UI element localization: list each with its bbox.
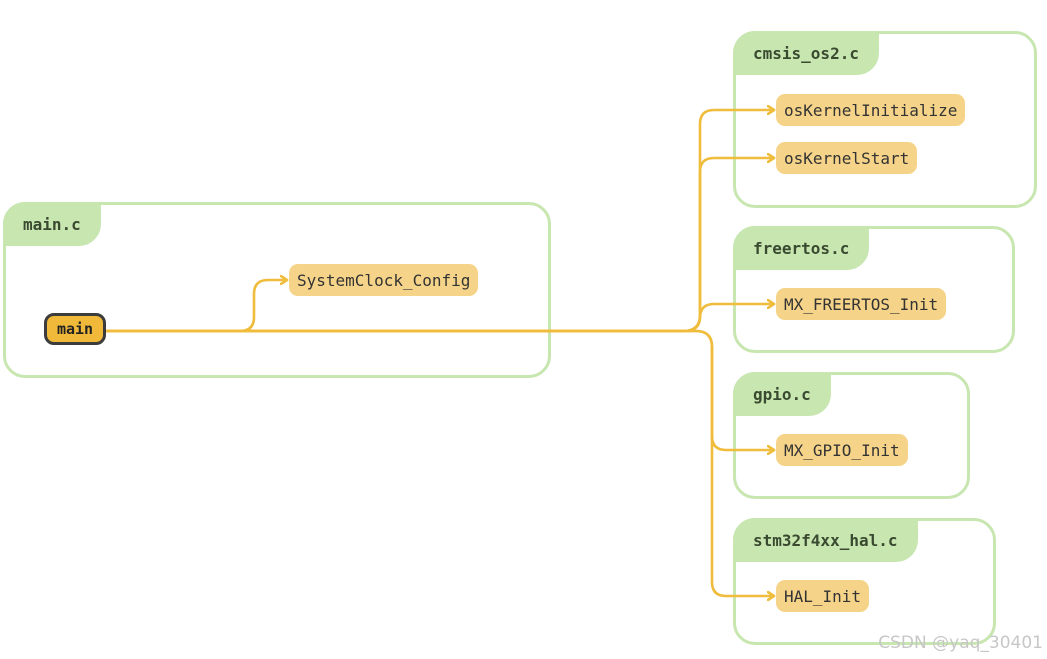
group-gpio-c-title: gpio.c: [733, 372, 831, 416]
node-oskernelinitialize[interactable]: osKernelInitialize: [776, 94, 966, 126]
watermark-text: CSDN @yaq_30401: [878, 633, 1043, 653]
edge-main-to-oskernelstart: [104, 158, 776, 333]
edge-main-to-oskernelinitialize: [104, 110, 776, 333]
group-freertos-c-title: freertos.c: [733, 226, 870, 270]
edge-main-to-mx-freertos-init: [104, 304, 776, 333]
node-main[interactable]: main: [44, 313, 106, 345]
node-mx-gpio-init[interactable]: MX_GPIO_Init: [776, 434, 908, 466]
group-cmsis-os2-c: cmsis_os2.c: [733, 31, 1037, 208]
node-hal-init[interactable]: HAL_Init: [776, 580, 870, 612]
node-mx-freertos-init[interactable]: MX_FREERTOS_Init: [776, 288, 947, 320]
node-systemclock-config[interactable]: SystemClock_Config: [289, 264, 479, 296]
edge-main-to-systemclock-config: [104, 280, 289, 333]
group-main-c-title: main.c: [3, 202, 101, 246]
group-stm32f4xx-hal-c-title: stm32f4xx_hal.c: [733, 518, 918, 562]
edge-main-to-hal-init: [104, 329, 776, 596]
edge-main-to-mx-gpio-init: [104, 329, 776, 450]
group-cmsis-os2-c-title: cmsis_os2.c: [733, 31, 879, 75]
node-oskernelstart[interactable]: osKernelStart: [776, 142, 918, 174]
